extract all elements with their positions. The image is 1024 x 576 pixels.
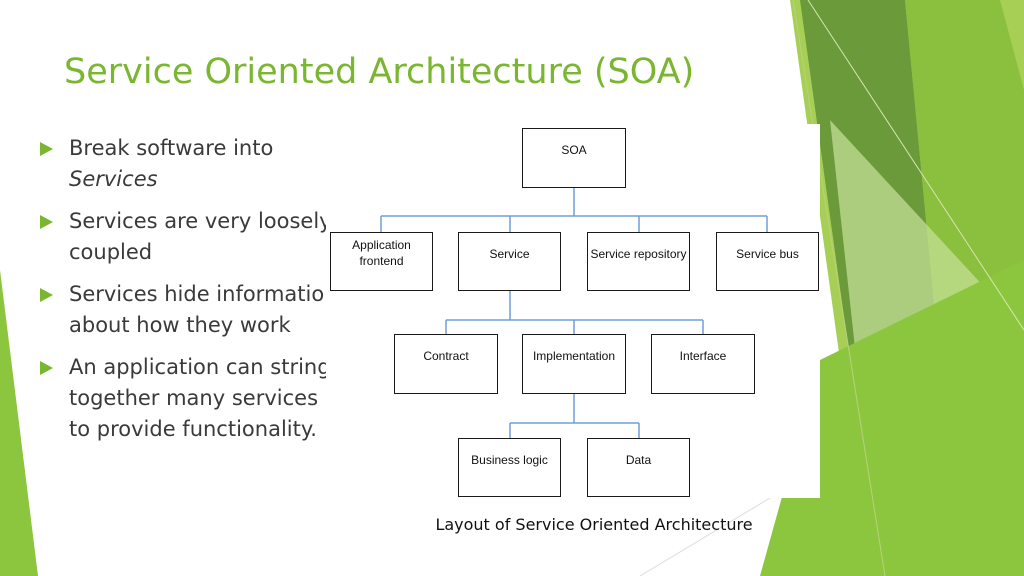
node-service-repository: Service repository	[587, 232, 690, 291]
node-business-logic: Business logic	[458, 438, 561, 497]
node-label: Implementation	[532, 349, 616, 363]
node-label: Contract	[423, 349, 469, 363]
bullet-item: An application can string together many …	[40, 352, 340, 445]
node-contract: Contract	[394, 334, 498, 394]
node-label: Application frontend	[352, 238, 411, 268]
bullet-arrow-icon	[40, 288, 53, 302]
bullet-item: Break software into Services	[40, 133, 340, 195]
left-green-sliver	[0, 270, 38, 576]
bullet-arrow-icon	[40, 361, 53, 375]
node-label: SOA	[561, 143, 587, 157]
bullet-item: Services are very loosely coupled	[40, 206, 340, 268]
bullet-arrow-icon	[40, 215, 53, 229]
node-service: Service	[458, 232, 561, 291]
node-label: Service repository	[590, 247, 687, 261]
thin-line-b	[807, 0, 1024, 331]
slide-title: Service Oriented Architecture (SOA)	[64, 52, 695, 92]
bullet-arrow-icon	[40, 142, 53, 156]
thin-line-a	[792, 0, 886, 576]
bullet-text-italic: Services	[69, 167, 158, 191]
bullet-text: Services hide information about how they…	[69, 282, 338, 337]
node-service-bus: Service bus	[716, 232, 819, 291]
node-label: Business logic	[471, 453, 548, 467]
node-data: Data	[587, 438, 690, 497]
node-label: Interface	[679, 349, 727, 363]
node-implementation: Implementation	[522, 334, 626, 394]
node-application-frontend: Application frontend	[330, 232, 433, 291]
bullet-text: Services are very loosely coupled	[69, 209, 332, 264]
node-label: Service bus	[736, 247, 799, 261]
bullet-list: Break software into Services Services ar…	[40, 133, 340, 456]
bottom-bright-band	[760, 260, 1024, 576]
diagram-caption: Layout of Service Oriented Architecture	[435, 515, 753, 534]
bullet-text: Break software into	[69, 136, 274, 160]
bullet-text: An application can string together many …	[69, 355, 331, 441]
node-label: Service	[489, 247, 530, 261]
node-soa: SOA	[522, 128, 626, 188]
node-label: Data	[625, 453, 652, 467]
node-interface: Interface	[651, 334, 755, 394]
bullet-item: Services hide information about how they…	[40, 279, 340, 341]
